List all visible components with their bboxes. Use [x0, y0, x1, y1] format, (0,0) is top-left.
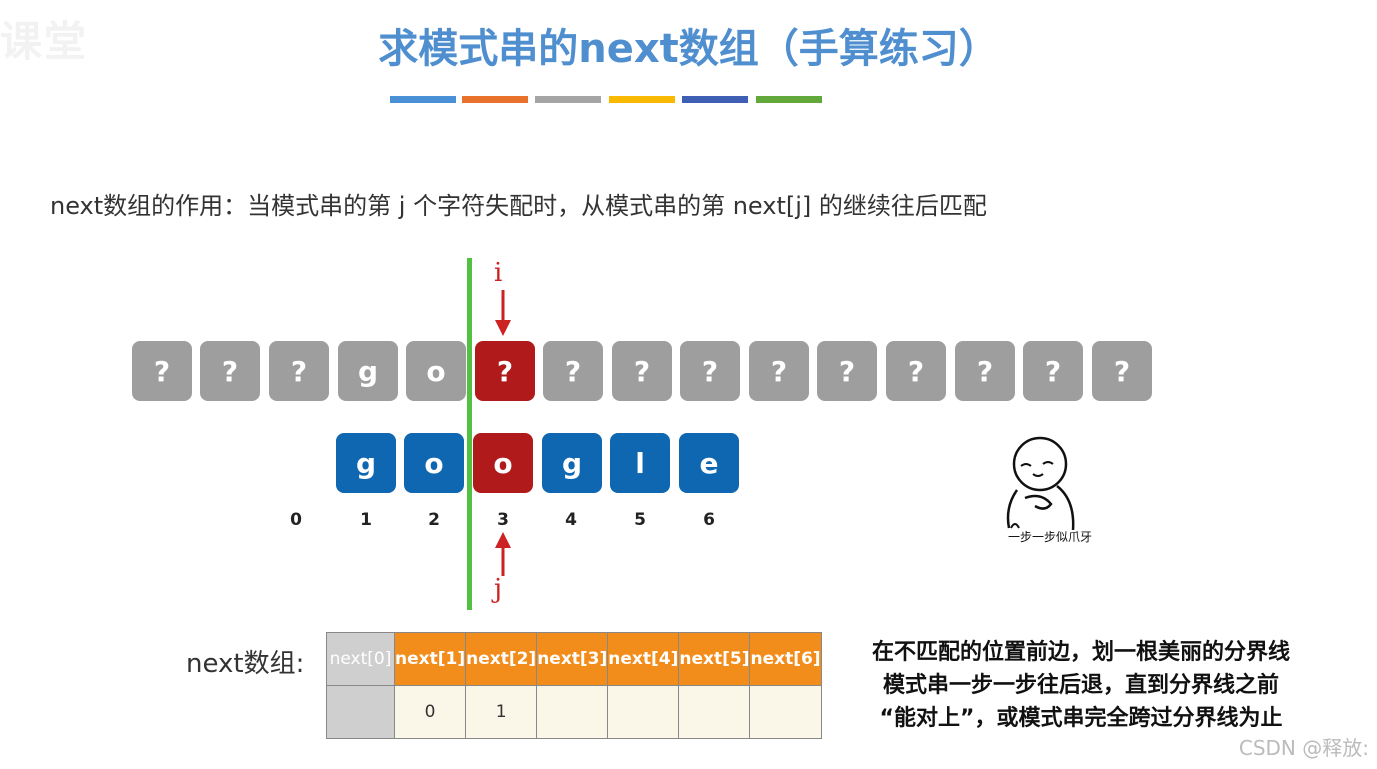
next-value-cell: 0 [393, 685, 467, 739]
next-value-cell: 1 [465, 685, 538, 739]
index-label: 1 [360, 510, 372, 530]
main-char-cell: ? [200, 341, 260, 401]
csdn-watermark: CSDN @释放: [1238, 736, 1369, 760]
main-char-cell: ? [680, 341, 740, 401]
pattern-char-cell-mismatch: o [473, 433, 533, 493]
main-char-cell: o [406, 341, 466, 401]
main-char-cell: g [338, 341, 398, 401]
main-char-cell: ? [1092, 341, 1152, 401]
note-line: “能对上”，或模式串完全跨过分界线为止 [879, 706, 1283, 731]
next-value-row: 0 1 [326, 685, 822, 739]
next-header-cell: next[3] [536, 632, 609, 686]
note-line: 模式串一步一步往后退，直到分界线之前 [882, 673, 1279, 698]
color-bar-6 [756, 96, 822, 103]
next-value-cell [749, 685, 822, 739]
arrow-up-icon [495, 532, 511, 576]
watermark-top-left: 课堂 [0, 17, 89, 66]
index-label: 5 [634, 510, 646, 530]
main-char-cell: ? [955, 341, 1015, 401]
index-label: 2 [428, 510, 440, 530]
next-value-cell [536, 685, 609, 739]
pattern-char-cell: l [610, 433, 670, 493]
next-header-cell: next[2] [465, 632, 538, 686]
next-header-row: next[0] next[1] next[2] next[3] next[4] … [326, 632, 822, 686]
color-bar-2 [462, 96, 528, 103]
main-char-cell: ? [132, 341, 192, 401]
pointer-i-label: i [494, 258, 503, 288]
next-header-cell: next[5] [678, 632, 751, 686]
meme-sticker-image [1006, 436, 1075, 531]
main-char-cell: ? [817, 341, 877, 401]
main-char-cell: ? [749, 341, 809, 401]
color-bar-3 [535, 96, 601, 103]
index-label: 6 [703, 510, 715, 530]
pattern-char-cell: g [542, 433, 602, 493]
next-header-cell: next[4] [607, 632, 680, 686]
pattern-char-cell: e [679, 433, 739, 493]
meme-caption: 一步一步似爪牙 [1007, 530, 1092, 544]
next-header-cell: next[6] [749, 632, 822, 686]
main-char-cell: ? [886, 341, 946, 401]
main-char-cell-mismatch: ? [475, 341, 535, 401]
pointer-j-label: j [494, 574, 503, 604]
page-title: 求模式串的next数组（手算练习） [378, 26, 999, 72]
next-header-cell: next[1] [393, 632, 467, 686]
next-value-cell [607, 685, 680, 739]
next-array-table: next[0] next[1] next[2] next[3] next[4] … [326, 632, 822, 739]
main-char-cell: ? [612, 341, 672, 401]
next-value-cell [678, 685, 751, 739]
next-header-cell: next[0] [326, 632, 395, 686]
color-bar-4 [609, 96, 675, 103]
pattern-char-cell: o [404, 433, 464, 493]
index-label: 4 [565, 510, 577, 530]
index-label: 0 [290, 510, 302, 530]
main-char-cell: ? [1023, 341, 1083, 401]
main-char-cell: ? [543, 341, 603, 401]
color-bar-5 [682, 96, 748, 103]
color-bar-1 [390, 96, 456, 103]
pattern-char-cell: g [336, 433, 396, 493]
note-line: 在不匹配的位置前边，划一根美丽的分界线 [871, 640, 1290, 665]
next-value-cell [326, 685, 395, 739]
boundary-line [467, 258, 472, 610]
next-array-label: next数组: [186, 649, 305, 679]
main-char-cell: ? [269, 341, 329, 401]
arrow-down-icon [495, 290, 511, 336]
index-label: 3 [497, 510, 509, 530]
explanation-note: 在不匹配的位置前边，划一根美丽的分界线 模式串一步一步往后退，直到分界线之前 “… [836, 636, 1326, 735]
description-text: next数组的作用：当模式串的第 j 个字符失配时，从模式串的第 next[j]… [50, 192, 987, 220]
